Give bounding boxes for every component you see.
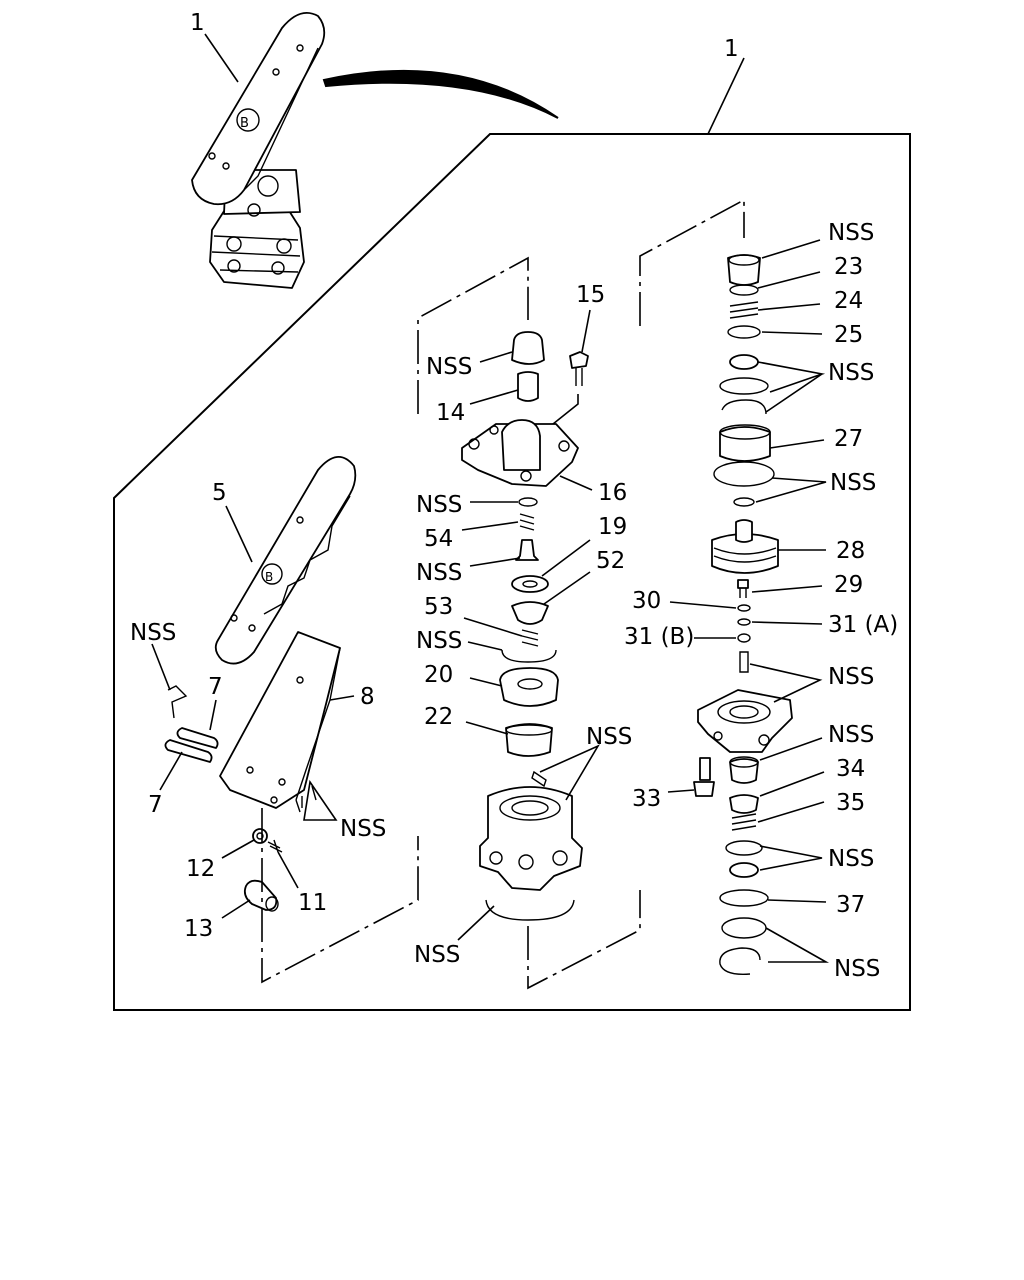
label-pedal-arm: 8 [360, 684, 375, 710]
label-nss-oring: NSS [416, 492, 462, 518]
label-nss-pin: NSS [130, 620, 176, 646]
label-pedal-pad: 5 [212, 480, 227, 506]
label-top-pedal: 1 [190, 10, 205, 36]
label-ring-25: 25 [834, 322, 863, 348]
label-nss-body: NSS [586, 724, 632, 750]
label-seat-34: 34 [836, 756, 865, 782]
label-bolt-small: 11 [298, 890, 327, 916]
brake-pedal-assembly-icon: B [191, 12, 326, 289]
label-nss-clips: NSS [340, 816, 386, 842]
detail-frame [113, 133, 911, 1011]
label-retainer-52: 52 [596, 548, 625, 574]
label-nss-housing: NSS [828, 664, 874, 690]
svg-text:B: B [240, 116, 249, 131]
label-nss-snap: NSS [834, 956, 880, 982]
label-seat-19: 19 [598, 514, 627, 540]
label-bolt-29: 29 [834, 572, 863, 598]
label-piston-20: 20 [424, 662, 453, 688]
label-ring-27: 27 [834, 426, 863, 452]
label-spring-24: 24 [834, 288, 863, 314]
label-spring-35: 35 [836, 790, 865, 816]
label-spring-53: 53 [424, 594, 453, 620]
label-spring-54: 54 [424, 526, 453, 552]
label-nss-orings-r: NSS [830, 470, 876, 496]
label-nut: 12 [186, 856, 215, 882]
label-pin-upper: 7 [208, 674, 223, 700]
label-screw: 15 [576, 282, 605, 308]
label-ring-37: 37 [836, 892, 865, 918]
label-nss-valve: NSS [416, 560, 462, 586]
label-nss-cap: NSS [426, 354, 472, 380]
label-nss-top-r: NSS [828, 220, 874, 246]
label-spring-23: 23 [834, 254, 863, 280]
label-piston-28: 28 [836, 538, 865, 564]
svg-text:B: B [265, 570, 273, 584]
label-bolt-33: 33 [632, 786, 661, 812]
label-nss-rings-r: NSS [828, 360, 874, 386]
label-nss-valve-r: NSS [828, 722, 874, 748]
label-washer-30: 30 [632, 588, 661, 614]
label-roller: 13 [184, 916, 213, 942]
label-nss-gasket: NSS [414, 942, 460, 968]
label-frame: 1 [724, 36, 739, 62]
label-nss-washers: NSS [828, 846, 874, 872]
label-washer-31b: 31 (B) [624, 624, 694, 650]
label-ring-22: 22 [424, 704, 453, 730]
label-nss-ring: NSS [416, 628, 462, 654]
label-pin-lower: 7 [148, 792, 163, 818]
label-plunger: 14 [436, 400, 465, 426]
label-cover: 16 [598, 480, 627, 506]
label-washer-31a: 31 (A) [828, 612, 898, 638]
